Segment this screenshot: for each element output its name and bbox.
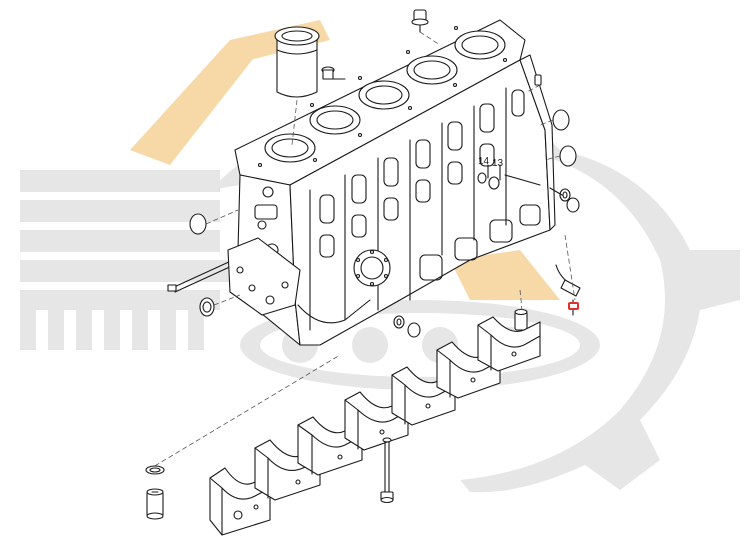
plug-fitting [321,66,346,80]
plug-top [411,9,429,33]
sleeve-bushing [514,308,528,331]
assembly-guide-lines [147,31,576,471]
timing-cover-bracket [227,237,301,316]
washer [393,172,580,338]
core-plug [189,109,577,317]
bearing-caps [209,316,541,536]
highlighted-bolt [568,302,579,310]
callout-13: 13 [492,158,504,169]
cap-screw [145,465,165,520]
bearing-cap [477,316,541,372]
callout-14: 14 [478,156,490,167]
dowel-pin [534,74,542,86]
cylinder-liner [274,26,320,98]
main-bearing-bolt [380,437,394,504]
small-bolt [487,164,563,196]
cover-plate [353,249,391,287]
